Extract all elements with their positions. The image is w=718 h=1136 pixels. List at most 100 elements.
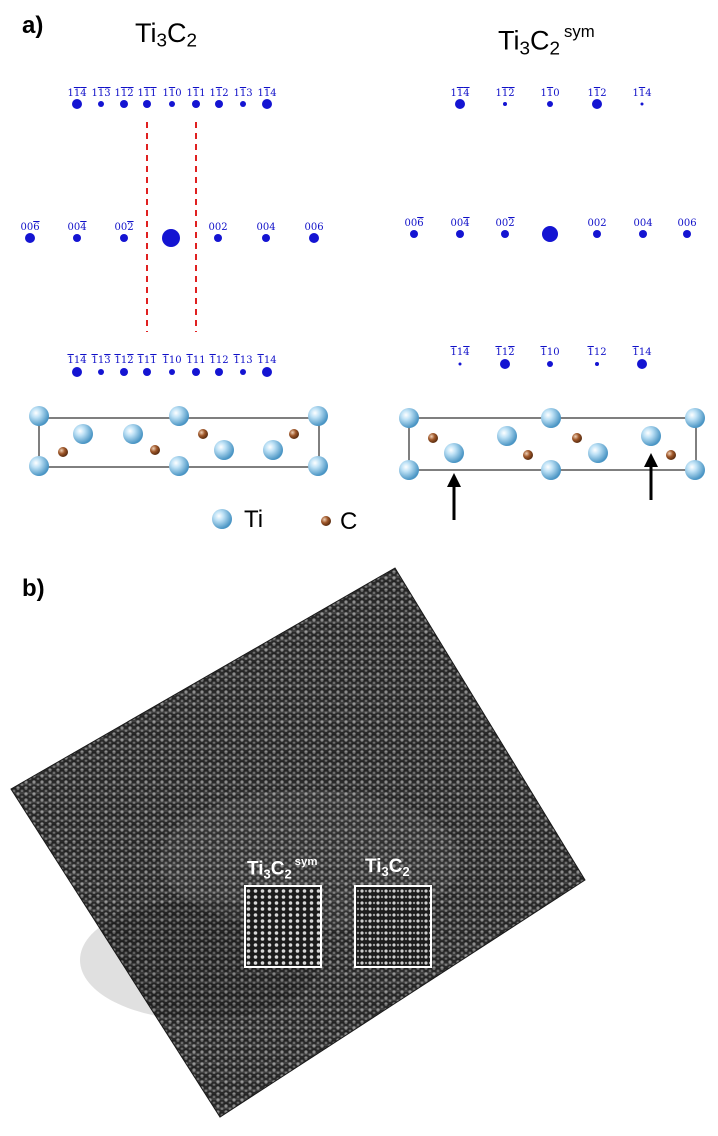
left-spot-label-bottom-3: 111: [137, 355, 157, 366]
arrow-up-right: [644, 453, 658, 500]
left-spot-label-bottom-6: 112: [209, 355, 229, 366]
right-spot-middle-1: [456, 230, 464, 238]
left-spot-label-middle-4: 004: [256, 222, 276, 233]
inset-title-normal: Ti3C2: [365, 856, 410, 879]
left-spot-middle-4: [262, 234, 270, 242]
right-spot-bottom-1: [500, 359, 510, 369]
left-spot-label-bottom-4: 110: [162, 355, 182, 366]
right-spot-label-middle-1: 004: [450, 218, 470, 229]
left-spot-bottom-6: [215, 368, 223, 376]
left-pattern-title: Ti3C2: [135, 18, 198, 52]
left-spot-label-bottom-0: 114: [67, 355, 87, 366]
right-spot-middle-5: [683, 230, 691, 238]
right-spot-bottom-4: [637, 359, 647, 369]
right-spot-label-middle-3: 002: [587, 218, 607, 229]
left-spot-bottom-2: [120, 368, 128, 376]
right-crystal-structure: [399, 408, 705, 480]
left-spot-label-top-1: 113: [91, 88, 111, 99]
right-spot-label-middle-5: 006: [677, 218, 697, 229]
left-spot-middle-5: [309, 233, 319, 243]
left-diffraction-spots: [25, 99, 319, 377]
left-spot-middle-0: [25, 233, 35, 243]
left-spot-label-top-5: 111: [186, 88, 206, 99]
right-spot-label-bottom-4: 114: [632, 347, 652, 358]
right-spot-label-top-3: 112: [587, 88, 607, 99]
left-spot-bottom-3: [143, 368, 151, 376]
right-pattern-title: Ti3C2sym: [498, 22, 595, 60]
left-spot-top-7: [240, 101, 246, 107]
left-spot-top-5: [192, 100, 200, 108]
legend-c-label: C: [340, 508, 358, 535]
left-spot-label-middle-1: 004: [67, 222, 87, 233]
left-spot-top-3: [143, 100, 151, 108]
right-spot-top-0: [455, 99, 465, 109]
right-spot-top-4: [640, 102, 644, 106]
right-spot-top-1: [503, 102, 507, 106]
left-spot-bottom-0: [72, 367, 82, 377]
right-spot-bottom-0: [458, 362, 462, 366]
right-spot-label-top-1: 112: [495, 88, 515, 99]
left-spot-top-6: [215, 100, 223, 108]
left-spot-label-middle-3: 002: [208, 222, 228, 233]
left-spot-label-middle-2: 002: [114, 222, 134, 233]
left-spot-bottom-1: [98, 369, 104, 375]
inset-box-normal: [354, 885, 432, 968]
right-spot-label-top-4: 114: [632, 88, 652, 99]
left-spot-label-top-3: 111: [137, 88, 157, 99]
left-spot-label-top-0: 114: [67, 88, 87, 99]
inset-title-sym: Ti3C2sym: [247, 856, 318, 882]
left-spot-label-middle-5: 006: [304, 222, 324, 233]
left-spot-bottom-5: [192, 368, 200, 376]
left-spot-label-bottom-7: 113: [233, 355, 253, 366]
left-spot-label-top-6: 112: [209, 88, 229, 99]
right-spot-bottom-3: [595, 362, 599, 366]
left-spot-top-2: [120, 100, 128, 108]
legend-c-atom: [321, 516, 331, 526]
right-spot-label-bottom-2: 110: [540, 347, 560, 358]
left-central-beam: [162, 229, 180, 247]
left-spot-label-top-4: 110: [162, 88, 182, 99]
right-spot-label-bottom-3: 112: [587, 347, 607, 358]
panel-b-label: b): [22, 575, 45, 602]
legend-ti-label: Ti: [244, 506, 264, 533]
left-spot-label-middle-0: 006: [20, 222, 40, 233]
panel-a-label: a): [22, 12, 44, 39]
left-spot-top-0: [72, 99, 82, 109]
right-central-beam: [542, 226, 558, 242]
right-spot-middle-2: [501, 230, 509, 238]
left-spot-top-8: [262, 99, 272, 109]
right-spot-label-top-0: 114: [450, 88, 470, 99]
left-spot-label-top-2: 112: [114, 88, 134, 99]
hrtem-image: [10, 567, 586, 1118]
left-spot-top-4: [169, 101, 175, 107]
right-spot-middle-0: [410, 230, 418, 238]
left-spot-bottom-4: [169, 369, 175, 375]
right-spot-bottom-2: [547, 361, 553, 367]
left-spot-bottom-8: [262, 367, 272, 377]
left-spot-label-bottom-5: 111: [186, 355, 206, 366]
left-spot-label-bottom-1: 113: [91, 355, 111, 366]
right-spot-label-top-2: 110: [540, 88, 560, 99]
inset-box-sym: [244, 885, 322, 968]
left-spot-label-bottom-2: 112: [114, 355, 134, 366]
left-spot-middle-1: [73, 234, 81, 242]
right-spot-middle-4: [639, 230, 647, 238]
left-crystal-structure: [29, 406, 328, 476]
right-spot-label-middle-2: 002: [495, 218, 515, 229]
left-spot-label-top-7: 113: [233, 88, 253, 99]
right-spot-top-3: [592, 99, 602, 109]
left-spot-top-1: [98, 101, 104, 107]
left-spot-middle-3: [214, 234, 222, 242]
left-spot-bottom-7: [240, 369, 246, 375]
legend-ti-atom: [212, 509, 232, 529]
left-spot-middle-2: [120, 234, 128, 242]
right-spot-middle-3: [593, 230, 601, 238]
left-spot-label-top-8: 114: [257, 88, 277, 99]
right-spot-label-middle-4: 004: [633, 218, 653, 229]
right-spot-label-bottom-0: 114: [450, 347, 470, 358]
right-spot-label-middle-0: 006: [404, 218, 424, 229]
left-spot-label-bottom-8: 114: [257, 355, 277, 366]
right-spot-top-2: [547, 101, 553, 107]
right-diffraction-spots: [410, 99, 691, 369]
